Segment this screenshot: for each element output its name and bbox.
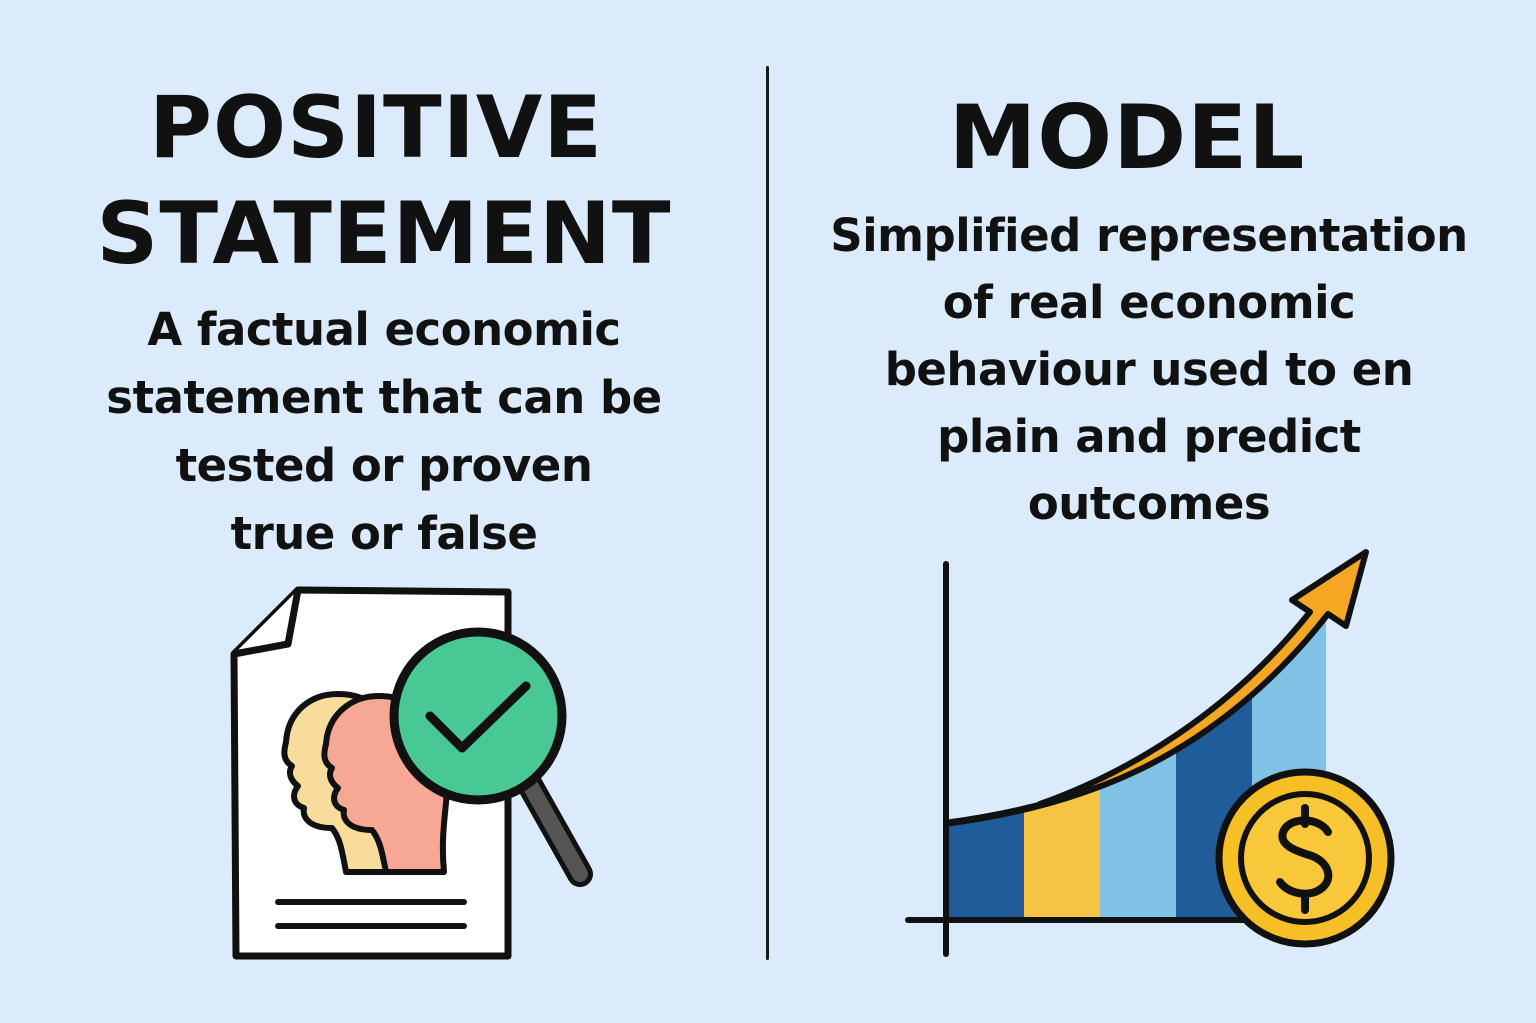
chart-bar-light-blue: [1100, 748, 1176, 920]
description-line: tested or proven: [175, 439, 593, 492]
model-title: MODEL: [948, 86, 1306, 189]
description-line: behaviour used to en: [884, 343, 1414, 396]
document-fold: [233, 589, 302, 658]
description-line: statement that can be: [106, 371, 662, 424]
positive-statement-title-line1: POSITIVE: [148, 78, 604, 178]
chart-bar-dark-blue: [948, 808, 1024, 920]
growth-chart-icon: [905, 549, 1395, 957]
description-line: of real economic: [942, 276, 1356, 329]
model-description: Simplified representation of real econom…: [766, 202, 1532, 537]
magnifier-lens-icon: [389, 627, 567, 805]
growth-arrow-icon: [1037, 549, 1369, 807]
description-line: Simplified representation: [830, 209, 1468, 262]
positive-statement-description: A factual economic statement that can be…: [0, 296, 768, 568]
description-line: true or false: [230, 507, 538, 560]
dollar-sign-icon: [1276, 816, 1333, 898]
document-magnifier-check-icon: [230, 586, 593, 960]
model-panel: MODEL Simplified representation of real …: [770, 0, 1536, 1023]
center-divider: [766, 66, 769, 960]
chart-bar-yellow: [1024, 786, 1100, 920]
description-line: outcomes: [1027, 477, 1271, 530]
check-mark-icon: [425, 681, 531, 753]
positive-statement-panel: POSITIVE STATEMENT A factual economic st…: [0, 78, 768, 960]
positive-statement-title-line2: STATEMENT: [96, 184, 672, 284]
description-line: A factual economic: [147, 303, 621, 356]
description-line: plain and predict: [937, 410, 1361, 463]
